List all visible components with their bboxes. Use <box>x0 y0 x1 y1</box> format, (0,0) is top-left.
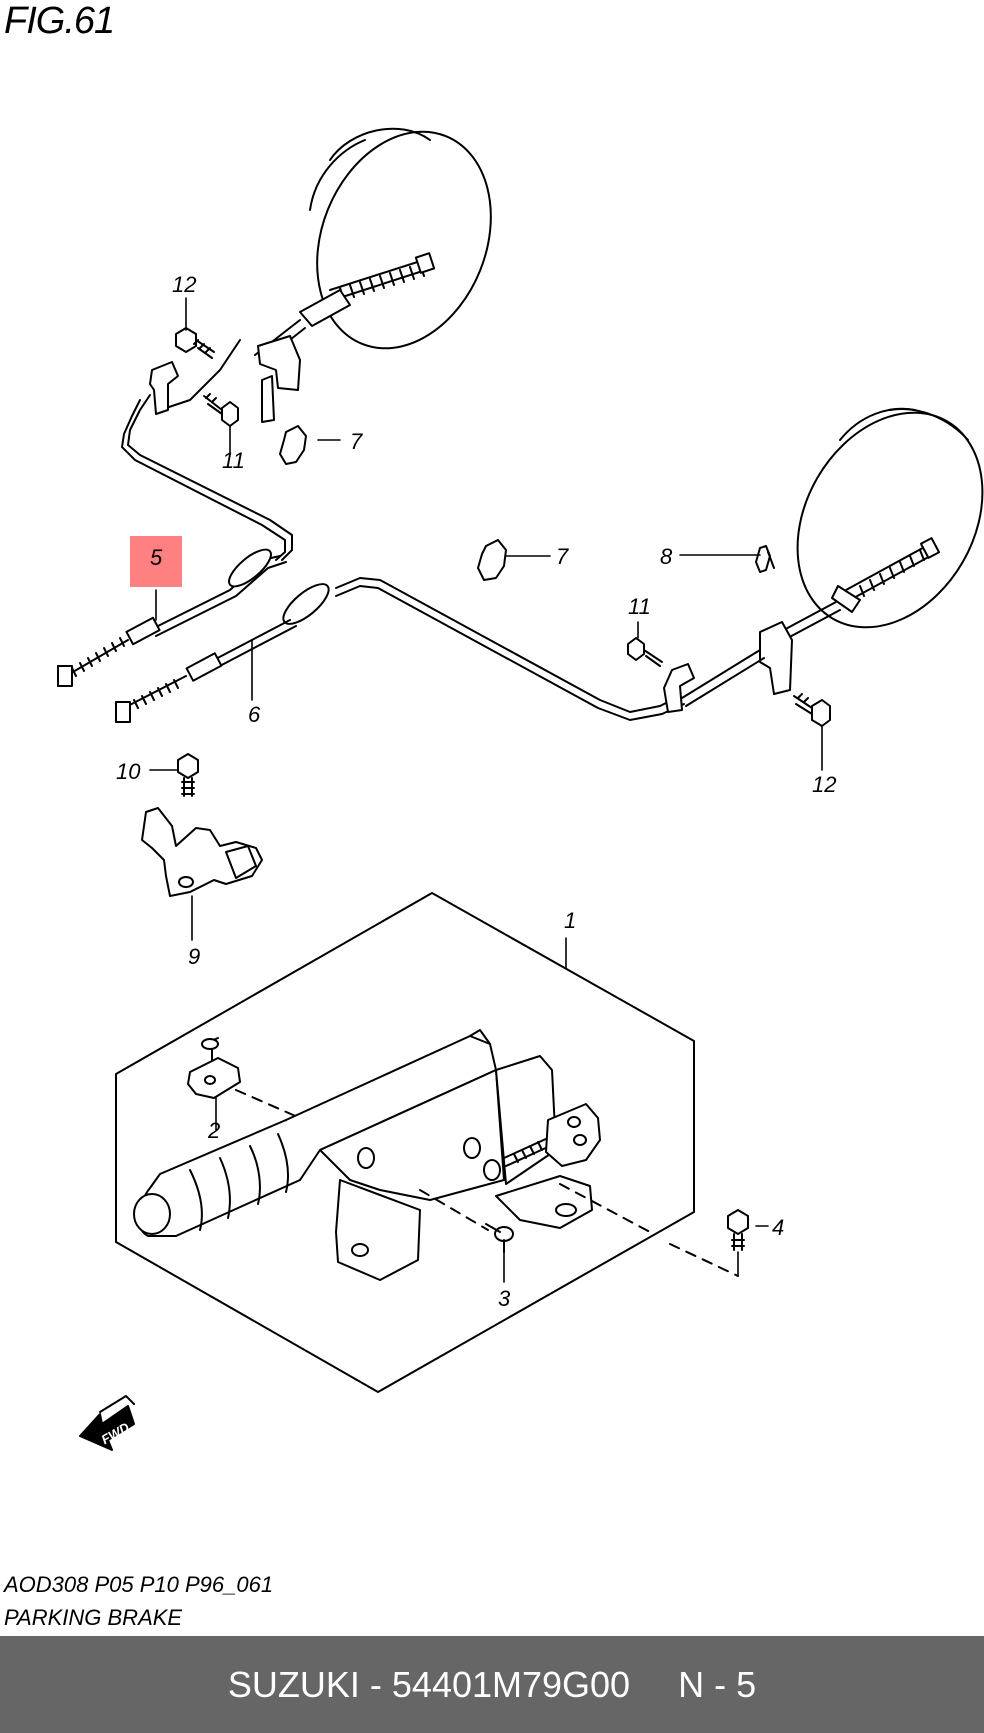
lever-assembly-box <box>115 892 695 1393</box>
cable-5 <box>57 548 287 687</box>
footer-bar: SUZUKI - 54401M79G00 N - 5 <box>0 1636 984 1733</box>
bracket-9 <box>141 807 263 897</box>
bolt-4 <box>727 1209 749 1251</box>
callout-4: 4 <box>772 1215 784 1240</box>
callout-7-upper: 7 <box>350 429 363 454</box>
callouts: 1 2 3 4 5 6 7 7 8 9 10 11 11 12 12 <box>116 272 836 1311</box>
callout-11-right: 11 <box>628 594 651 619</box>
parking-brake-lever <box>133 1029 739 1281</box>
bolt-11-right <box>627 637 663 667</box>
bolt-11-upper <box>203 393 239 427</box>
left-brake-drum <box>309 127 492 350</box>
callout-9: 9 <box>188 944 200 969</box>
bolt-12-upper <box>175 327 215 359</box>
callout-11-upper: 11 <box>222 448 245 473</box>
bolt-12-right <box>793 693 831 727</box>
parts-diagram: 1 2 3 4 5 6 7 7 8 9 10 11 11 12 12 FWD <box>57 127 984 1451</box>
callout-1: 1 <box>564 908 576 933</box>
clip-7-middle <box>477 539 507 581</box>
callout-8: 8 <box>660 544 673 569</box>
callout-7-middle: 7 <box>556 544 569 569</box>
left-rear-cable-end <box>121 252 436 561</box>
callout-2: 2 <box>207 1118 220 1143</box>
callout-12-upper: 12 <box>172 272 196 297</box>
left-cable-bracket <box>149 361 179 415</box>
callout-5-highlight <box>130 536 182 587</box>
fwd-arrow-icon: FWD <box>79 1395 135 1451</box>
clip-8 <box>755 545 775 573</box>
cable-6 <box>115 577 685 723</box>
leader-lines <box>149 297 823 1283</box>
part-number: SUZUKI - 54401M79G00 <box>227 1663 631 1705</box>
figure-name: PARKING BRAKE <box>4 1605 183 1630</box>
pin-2 <box>187 1037 241 1099</box>
callout-10: 10 <box>116 759 141 784</box>
callout-3: 3 <box>498 1286 511 1311</box>
position-ref: N - 5 <box>678 1663 757 1705</box>
callout-5: 5 <box>150 545 163 570</box>
right-brake-drum <box>796 407 984 629</box>
figure-title: FIG.61 <box>4 0 115 42</box>
callout-6: 6 <box>248 702 261 727</box>
right-rear-cable-end <box>663 537 941 713</box>
screw-3 <box>485 1223 514 1253</box>
callout-12-right: 12 <box>812 772 836 797</box>
figure-code: AOD308 P05 P10 P96_061 <box>4 1572 274 1597</box>
bolt-10 <box>177 753 199 797</box>
clip-7-upper <box>279 425 307 465</box>
